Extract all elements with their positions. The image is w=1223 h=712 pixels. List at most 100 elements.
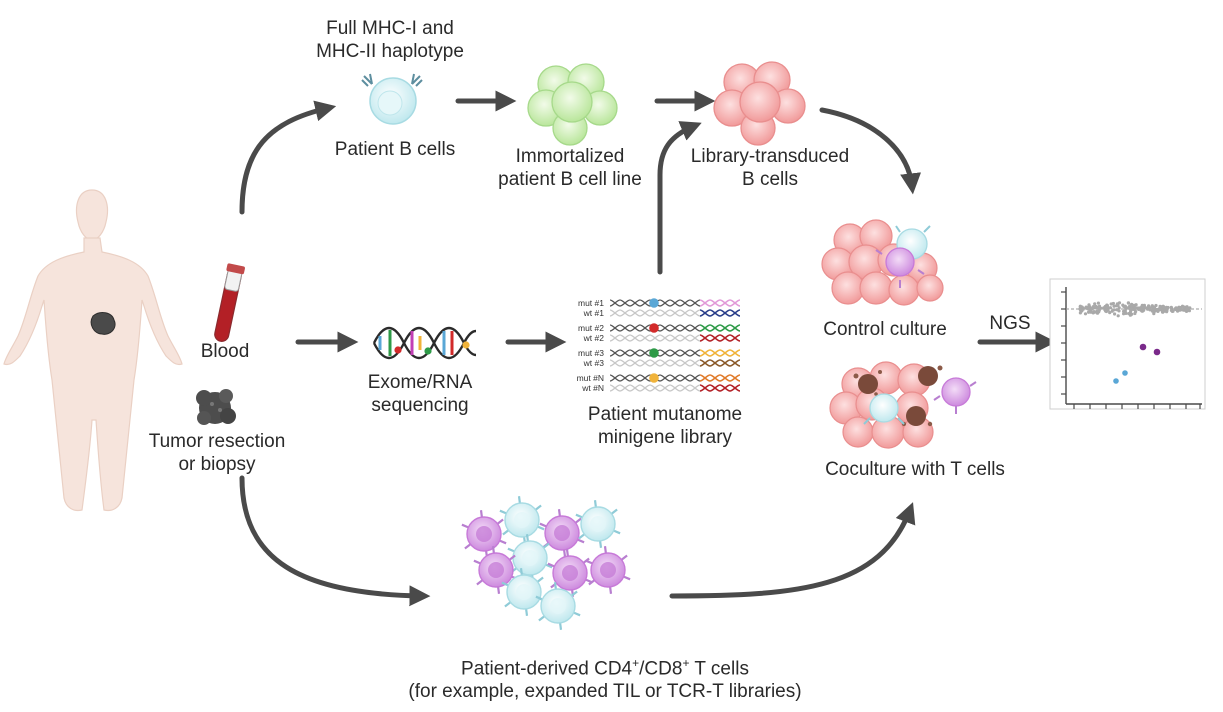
mutation-marker <box>649 298 659 308</box>
minigene-strand <box>609 309 701 317</box>
tcr-receptor <box>545 563 553 569</box>
ngs-point <box>1096 301 1100 305</box>
ngs-point <box>1140 303 1144 307</box>
minigene-tail <box>699 334 741 342</box>
tcr-receptor <box>519 568 523 576</box>
tcr-receptor <box>508 554 516 561</box>
tcr-receptor <box>623 575 631 581</box>
minigene-tail <box>699 349 741 357</box>
ngs-point <box>1154 303 1158 308</box>
mutation-marker <box>649 323 659 333</box>
tcr-receptor <box>563 549 567 557</box>
tcr-receptor <box>620 554 628 561</box>
ngs-point <box>1113 312 1117 316</box>
ngs-point <box>1117 309 1121 313</box>
minigene-mut-label: mut #1 <box>578 298 604 308</box>
blood-label: Blood <box>200 341 250 362</box>
tcr-receptor <box>542 542 550 549</box>
t-cell-nucleus <box>488 562 504 578</box>
ngs-point <box>1126 306 1130 310</box>
coculture-icon <box>829 361 977 449</box>
tcr-receptor <box>479 510 483 518</box>
t-cells-label: Patient-derived CD4+/CD8+ T cells (for e… <box>300 652 910 703</box>
t-cell-nucleus <box>476 526 492 542</box>
mutation-marker <box>649 348 659 358</box>
ngs-point <box>1103 308 1107 312</box>
minigene-tail <box>699 299 741 307</box>
ngs-point <box>1122 304 1126 308</box>
ngs-point <box>1093 310 1097 314</box>
ngs-scatter-plot <box>1049 278 1206 410</box>
tcr-receptor <box>499 539 507 545</box>
blood-tube-icon <box>214 263 245 342</box>
ngs-point <box>1108 306 1112 310</box>
b-cells-label: Patient B cells <box>334 139 456 160</box>
arrow-tumor-to-tcells <box>239 475 431 607</box>
ngs-label: NGS <box>989 313 1031 334</box>
ngs-point <box>1078 304 1082 308</box>
ngs-point <box>1108 311 1112 315</box>
tcr-receptor <box>613 529 621 535</box>
minigene-tail <box>699 324 741 332</box>
tcr-receptor <box>536 576 544 583</box>
ngs-point <box>1110 309 1114 313</box>
t-cell-nucleus <box>514 512 530 528</box>
transduced-b-cell-cluster-icon <box>713 61 806 146</box>
ngs-point <box>1180 308 1184 312</box>
minigene-wt-label: wt #N <box>581 383 604 393</box>
human-body-icon <box>3 189 183 512</box>
ngs-point <box>1105 305 1109 309</box>
ngs-point <box>1171 309 1175 313</box>
minigene-strand <box>609 359 701 367</box>
tcr-receptor <box>565 549 569 557</box>
ngs-point <box>1085 307 1090 311</box>
tcr-receptor <box>507 547 515 553</box>
minigene-tail <box>699 309 741 317</box>
ngs-point <box>1097 307 1101 311</box>
tcr-receptor <box>504 601 512 608</box>
t-cell-nucleus <box>522 550 538 566</box>
tcr-receptor <box>476 579 484 586</box>
tcr-receptor <box>547 562 555 568</box>
ngs-point <box>1117 306 1121 310</box>
tcr-receptor <box>501 581 509 587</box>
ngs-point <box>1130 307 1134 311</box>
ngs-point <box>1169 305 1173 309</box>
minigene-tail <box>699 299 741 307</box>
arrow-transduced-to-culture <box>819 107 922 195</box>
tcr-receptor <box>609 586 613 594</box>
tcr-receptor <box>578 533 586 540</box>
tcr-receptor <box>491 546 495 554</box>
tcr-receptor <box>499 509 507 515</box>
control-culture-label: Control culture <box>823 319 947 340</box>
minigene-tail <box>699 324 741 332</box>
tumor-in-body-icon <box>90 312 116 335</box>
tcr-receptor <box>585 559 593 565</box>
ngs-point <box>1093 305 1097 309</box>
ngs-point <box>1161 305 1165 309</box>
minigene-tail <box>699 374 741 382</box>
mutation-marker <box>649 373 659 383</box>
ngs-point <box>1093 302 1097 306</box>
tcr-receptor <box>502 529 510 536</box>
t-cell-nucleus <box>554 525 570 541</box>
ngs-point <box>1142 308 1146 312</box>
ngs-point <box>1166 305 1170 310</box>
tcr-receptor <box>535 595 543 601</box>
tcr-receptor <box>570 590 578 597</box>
ngs-point <box>1134 310 1138 314</box>
tcr-receptor <box>464 543 472 550</box>
control-culture-icon <box>821 219 944 306</box>
tcr-receptor <box>538 615 546 622</box>
t-cell-nucleus <box>600 562 616 578</box>
tcr-receptor <box>610 508 618 515</box>
arrow-blood-to-bcells <box>239 100 337 215</box>
tcr-receptor <box>588 579 596 586</box>
tcr-receptor <box>534 504 542 511</box>
ngs-point <box>1180 304 1185 308</box>
ngs-point <box>1174 306 1178 310</box>
